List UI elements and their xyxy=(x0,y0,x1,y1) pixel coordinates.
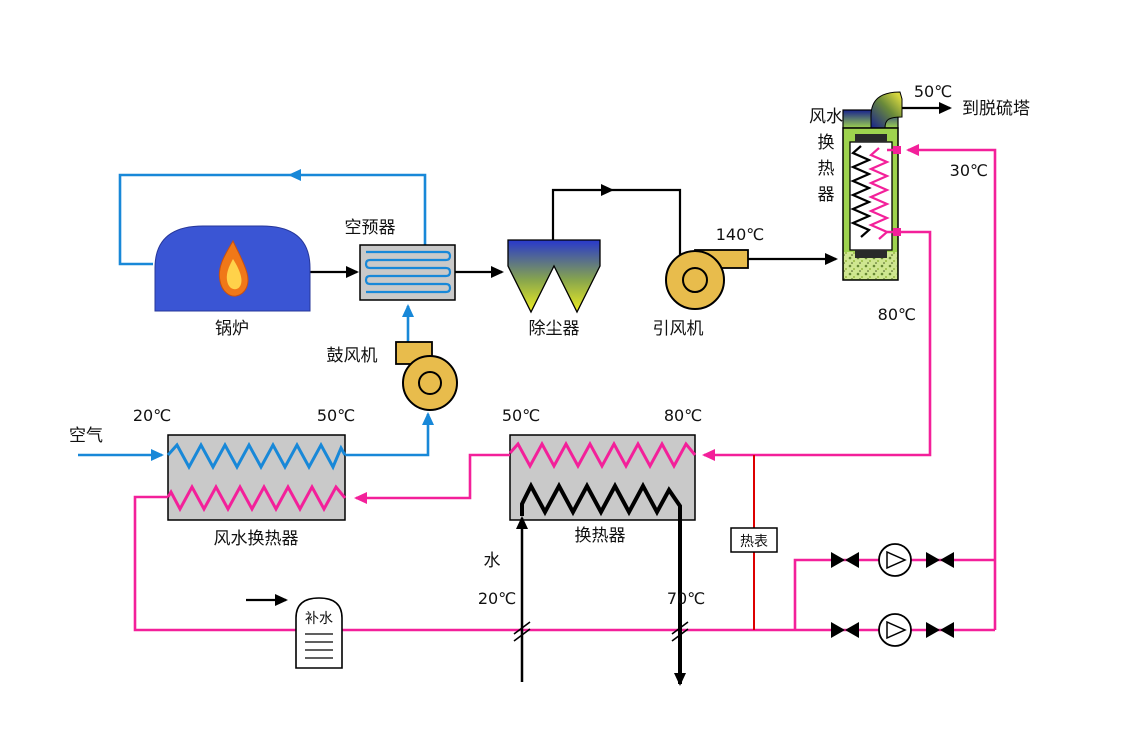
hx-hot-in-temp: 80℃ xyxy=(664,406,702,425)
hot-water-interconnect-pipe xyxy=(354,453,510,504)
air-preheater-label: 空预器 xyxy=(345,218,396,238)
preheater-coil xyxy=(364,250,452,294)
supply-water-temp: 80℃ xyxy=(878,305,916,324)
dust-to-fan-duct xyxy=(551,184,614,240)
blower-hub xyxy=(418,371,442,395)
hot-water-supply-pipe xyxy=(702,230,932,461)
stack-temp: 50℃ xyxy=(914,82,952,101)
stack-elbow-duct xyxy=(870,91,903,129)
heat-meter-label: 热表 xyxy=(740,534,768,550)
dust-collector xyxy=(507,239,601,314)
boiler xyxy=(154,225,311,312)
flue-gas-heat-exchanger xyxy=(842,91,903,281)
dust-collector-body xyxy=(507,239,601,314)
fan-hub xyxy=(682,267,708,293)
makeup-water-hatch xyxy=(305,633,333,659)
hot-water-coil-2 xyxy=(166,483,347,513)
blower xyxy=(395,341,458,411)
valve-icon xyxy=(845,552,859,568)
makeup-water-label: 补水 xyxy=(305,611,333,627)
pump-valve-branch-1 xyxy=(831,543,954,577)
fan-inlet-duct xyxy=(612,188,682,258)
water-in-temp: 20℃ xyxy=(478,589,516,608)
valve-icon xyxy=(926,622,940,638)
water-out-temp: 70℃ xyxy=(667,589,705,608)
pump-impeller-icon xyxy=(886,620,907,640)
pipe-break-left xyxy=(513,621,531,642)
boiler-label: 锅炉 xyxy=(215,319,249,339)
valve-icon xyxy=(831,622,845,638)
induced-fan-label: 引风机 xyxy=(653,319,704,339)
heat-meter-box xyxy=(730,527,778,553)
pump-valve-branch-2 xyxy=(831,613,954,647)
fgh-top-header xyxy=(855,134,887,142)
valve-icon xyxy=(845,622,859,638)
fgh-bottom-header xyxy=(855,250,887,258)
valve-icon xyxy=(940,552,954,568)
hot-air-loop-pipe xyxy=(288,169,427,245)
pipe-break-right xyxy=(671,621,689,642)
fan-outlet-temp: 140℃ xyxy=(716,225,765,244)
water-inlet-label: 水 xyxy=(484,551,501,571)
fgh-label-line1: 风水 xyxy=(809,107,843,127)
fgh-label-line3: 热 xyxy=(818,159,835,179)
hot-water-pipes xyxy=(133,144,997,632)
water-pipes xyxy=(513,481,689,686)
makeup-water-tank: 补水 xyxy=(295,597,343,669)
hot-water-coil xyxy=(508,440,697,470)
air-inlet-label: 空气 xyxy=(69,426,103,446)
air-out-temp: 50℃ xyxy=(317,406,355,425)
air-preheater xyxy=(359,244,456,301)
fgh-bottom-nozzle xyxy=(893,228,901,236)
water-coil xyxy=(520,481,686,686)
hot-air-to-boiler-pipe xyxy=(118,173,290,266)
heat-meter: 热表 xyxy=(730,527,778,553)
air-preheater-body xyxy=(359,244,456,301)
valve-icon xyxy=(926,552,940,568)
air-coil xyxy=(166,441,347,471)
dust-collector-label: 除尘器 xyxy=(529,319,580,339)
fgh-label-line4: 器 xyxy=(818,185,835,205)
pump-impeller-icon xyxy=(886,550,907,570)
hot-water-return-pipe xyxy=(133,495,995,632)
air-water-heat-exchanger-label: 风水换热器 xyxy=(214,529,299,549)
hot-water-riser-pipe xyxy=(906,144,997,630)
valve-icon xyxy=(940,622,954,638)
fgh-label-line2: 换 xyxy=(818,133,835,153)
fgh-pink-coil xyxy=(868,147,890,240)
air-to-blower-pipe xyxy=(345,412,434,457)
fgh-black-coil xyxy=(850,145,872,238)
flue-pipes xyxy=(246,102,952,606)
flame-inner-icon xyxy=(226,259,242,290)
valve-icon xyxy=(831,552,845,568)
hx-hot-out-temp: 50℃ xyxy=(502,406,540,425)
air-pipes xyxy=(78,169,434,471)
stack-destination-label: 到脱硫塔 xyxy=(962,99,1030,119)
return-water-temp: 30℃ xyxy=(950,161,988,180)
blower-label: 鼓风机 xyxy=(327,346,378,366)
water-heat-exchanger-label: 换热器 xyxy=(575,526,626,546)
fgh-top-nozzle xyxy=(893,146,901,154)
air-in-temp: 20℃ xyxy=(133,406,171,425)
induced-draft-fan xyxy=(665,249,749,310)
